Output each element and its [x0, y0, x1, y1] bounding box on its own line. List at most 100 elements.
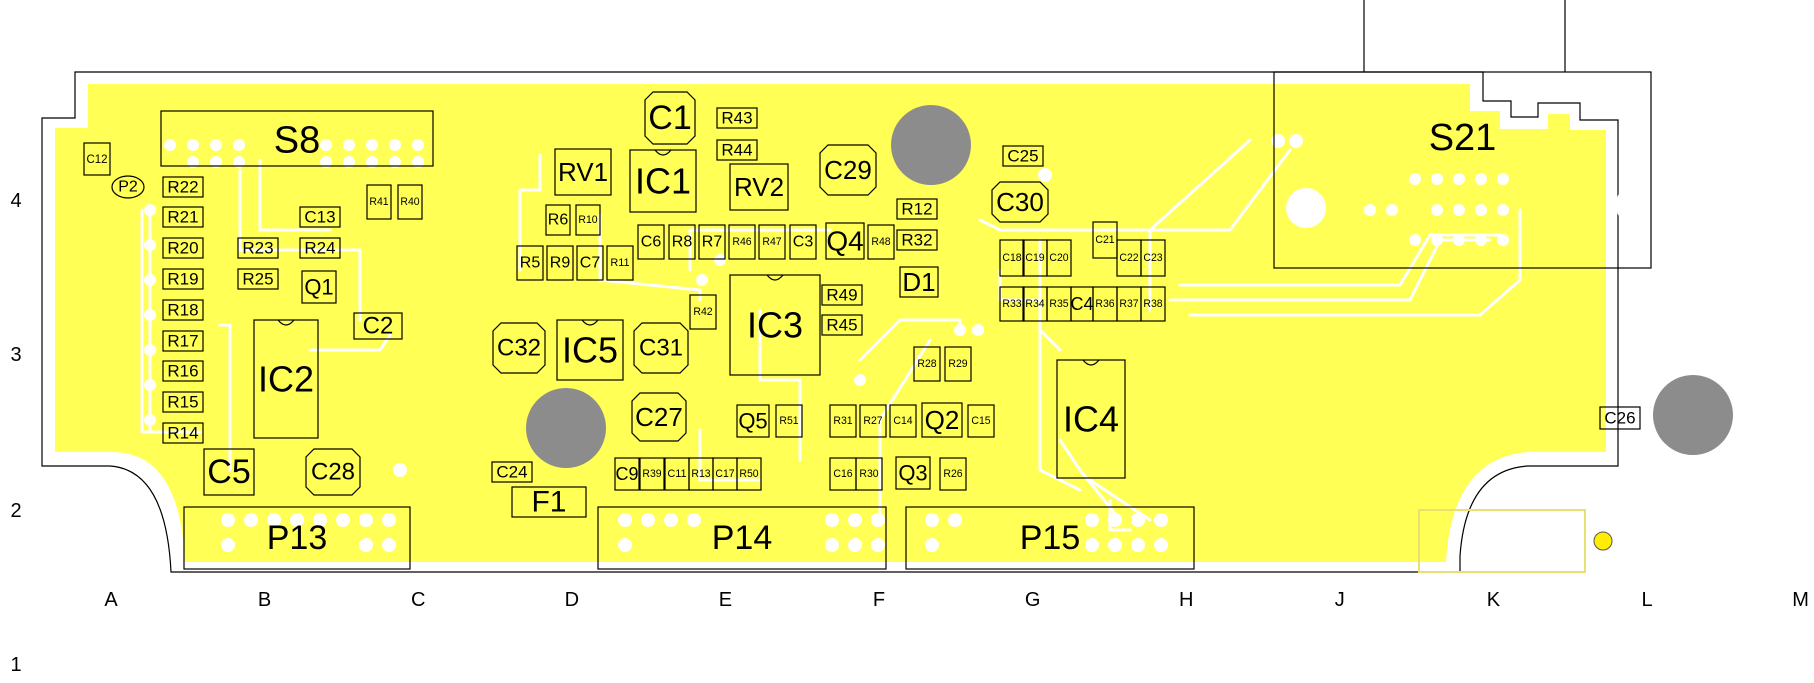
component-c6: C6 — [637, 224, 665, 260]
component-outline — [689, 294, 717, 330]
component-outline — [637, 224, 665, 260]
component-c13: C13 — [299, 206, 341, 228]
mounting-hole-right — [1653, 375, 1733, 455]
component-label: IC4 — [1063, 399, 1119, 440]
component-c23: C23 — [1140, 239, 1166, 277]
component-q4: Q4 — [825, 222, 865, 260]
component-c7: C7 — [576, 245, 604, 281]
component-r30: R30 — [855, 457, 883, 491]
component-r42: R42 — [689, 294, 717, 330]
component-outline — [397, 184, 423, 220]
component-r8: R8 — [668, 224, 696, 260]
component-label: R23 — [242, 239, 273, 258]
component-label: R9 — [550, 255, 571, 272]
mounting-hole-top — [891, 105, 971, 185]
component-label: R39 — [642, 468, 661, 480]
component-outline — [162, 237, 204, 259]
component-outline — [253, 319, 319, 439]
component-outline — [162, 206, 204, 228]
component-label: C6 — [641, 234, 662, 251]
component-outline — [729, 163, 789, 211]
pads — [144, 134, 1664, 552]
column-label-m: M — [1792, 589, 1809, 611]
component-label: C31 — [639, 335, 683, 362]
component-label: C30 — [996, 187, 1044, 217]
component-label: R41 — [369, 196, 388, 208]
component-p2: P2 — [111, 175, 145, 199]
component-outline — [728, 224, 756, 260]
component-outline — [1273, 71, 1652, 269]
ic-notch-mark — [1082, 359, 1100, 366]
component-r20: R20 — [162, 237, 204, 259]
component-outline — [301, 270, 337, 304]
component-r23: R23 — [237, 237, 279, 259]
column-label-g: G — [1025, 589, 1041, 611]
component-outline — [366, 184, 392, 220]
component-outline — [1140, 286, 1166, 322]
component-outline — [736, 457, 762, 491]
component-outline — [516, 245, 544, 281]
component-outline — [1002, 145, 1044, 167]
component-label: R36 — [1095, 298, 1114, 310]
component-label: C27 — [635, 402, 683, 432]
component-r28: R28 — [913, 346, 941, 382]
component-outline — [825, 222, 865, 260]
component-outline — [162, 391, 204, 413]
component-r45: R45 — [821, 314, 863, 336]
component-outline — [859, 404, 887, 438]
component-outline — [554, 148, 612, 196]
component-c9: C9 — [614, 457, 640, 491]
component-outline — [162, 360, 204, 382]
ic-notch-mark — [581, 319, 599, 326]
component-outline — [546, 245, 574, 281]
component-label: P14 — [712, 519, 773, 557]
component-s21: S21 — [1273, 71, 1652, 269]
component-c15: C15 — [967, 404, 995, 438]
component-label: R21 — [167, 208, 198, 227]
component-label: C13 — [304, 208, 335, 227]
component-label: R50 — [739, 468, 758, 480]
column-label-d: D — [565, 589, 579, 611]
component-label: R32 — [901, 231, 932, 250]
component-c27: C27 — [631, 392, 687, 442]
component-f1: F1 — [511, 486, 587, 519]
capacitor-outline — [492, 322, 546, 374]
component-s8: S8 — [160, 110, 434, 167]
component-r26: R26 — [939, 457, 967, 491]
component-label: C7 — [580, 255, 601, 272]
component-ic2: IC2 — [253, 319, 319, 439]
row-label-4: 4 — [10, 190, 21, 212]
component-r51: R51 — [775, 404, 803, 438]
component-label: R6 — [548, 212, 569, 229]
fiducial-mark — [1593, 531, 1613, 551]
component-outline — [606, 245, 634, 281]
component-outline — [716, 107, 758, 129]
capacitor-outline — [305, 448, 361, 496]
component-label: R24 — [304, 239, 335, 258]
component-label: C5 — [207, 453, 250, 491]
component-r22: R22 — [162, 176, 204, 198]
component-label: R14 — [167, 424, 198, 443]
component-label: R12 — [901, 200, 932, 219]
component-outline — [83, 142, 111, 176]
switch-outline — [160, 110, 434, 167]
component-r11: R11 — [606, 245, 634, 281]
column-label-k: K — [1487, 589, 1501, 611]
component-c1: C1 — [644, 91, 696, 145]
column-label-h: H — [1179, 589, 1193, 611]
component-outline — [775, 404, 803, 438]
component-label: Q5 — [738, 409, 767, 434]
component-c31: C31 — [633, 322, 689, 374]
component-r43: R43 — [716, 107, 758, 129]
component-outline — [576, 245, 604, 281]
component-label: RV2 — [734, 172, 784, 202]
component-outline — [999, 239, 1025, 277]
ic-notch-mark — [654, 149, 672, 156]
component-outline — [999, 286, 1025, 322]
component-label: P13 — [267, 519, 328, 557]
component-label: C32 — [497, 335, 541, 362]
component-label: C25 — [1007, 147, 1038, 166]
component-c3: C3 — [789, 224, 817, 260]
component-ic5: IC5 — [556, 319, 624, 381]
